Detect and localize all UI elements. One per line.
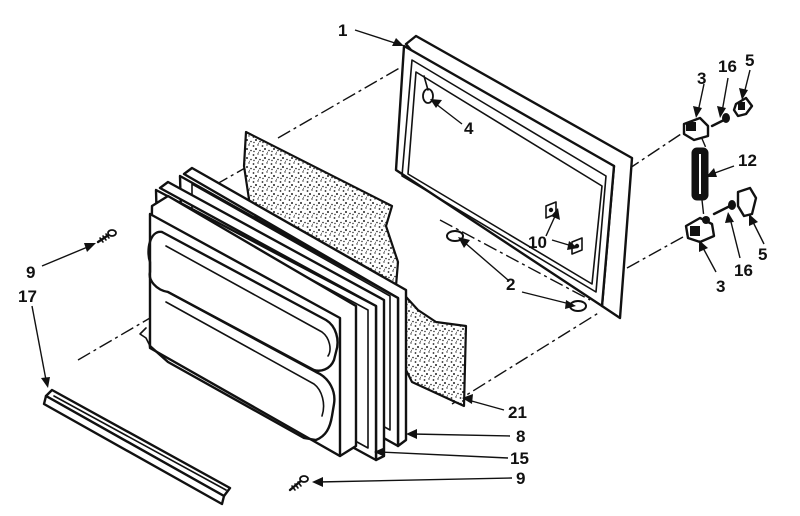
callout-5-upper: 5 [745, 51, 754, 70]
callout-3-upper: 3 [697, 69, 706, 88]
callout-8: 8 [516, 427, 525, 446]
callout-16-lower: 16 [734, 261, 753, 280]
callout-3-lower: 3 [716, 277, 725, 296]
leader-lines [31, 29, 765, 487]
hinge-cover-lower [736, 186, 758, 218]
hinge-pin-lower [712, 200, 736, 216]
callout-15: 15 [510, 449, 529, 468]
screw-upper [96, 229, 117, 244]
callout-5-lower: 5 [758, 245, 767, 264]
callout-17: 17 [18, 287, 37, 306]
hinge-pin-upper [710, 113, 730, 128]
callout-1: 1 [338, 21, 347, 40]
screw-lower [288, 475, 309, 492]
hinge-lower [684, 216, 716, 244]
callout-10: 10 [528, 233, 547, 252]
callout-9-upper: 9 [26, 263, 35, 282]
outer-door-panel [394, 34, 634, 320]
callout-9-lower: 9 [516, 469, 525, 488]
hinge-upper [682, 116, 710, 142]
callout-12: 12 [738, 151, 757, 170]
hinge-spacer [691, 147, 709, 201]
callout-labels: 1 2 3 3 4 5 5 8 9 9 10 12 15 16 16 17 21 [18, 21, 767, 488]
hinge-cover-upper [732, 96, 754, 118]
callout-4: 4 [464, 119, 474, 138]
bottom-trim-strip [42, 388, 232, 506]
callout-2: 2 [506, 275, 515, 294]
door-liner-tray [139, 194, 358, 458]
callout-21: 21 [508, 403, 527, 422]
callout-16-upper: 16 [718, 57, 737, 76]
